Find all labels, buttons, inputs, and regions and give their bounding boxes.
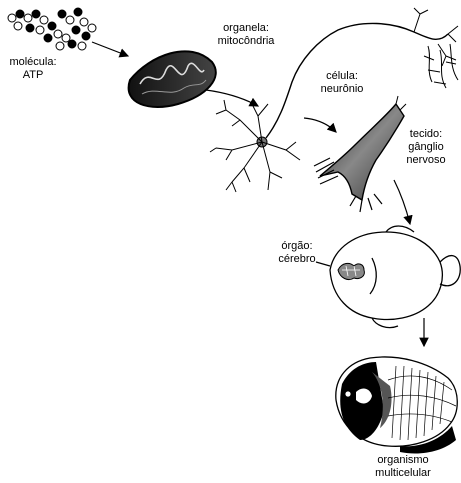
label-organ-line2: cérebro <box>270 253 324 266</box>
nerve-ganglion-drawing <box>314 96 406 212</box>
label-organ: órgão: cérebro <box>270 240 324 266</box>
label-molecule-line1: molécula: <box>4 56 62 69</box>
label-organelle-line1: organela: <box>208 22 284 35</box>
label-organ-line1: órgão: <box>270 240 324 253</box>
arrow-cell-to-tissue <box>304 118 336 132</box>
nerve-terminals-drawing <box>424 44 458 88</box>
mitochondrion-drawing <box>129 51 216 107</box>
label-organism: organismo multicelular <box>362 454 444 480</box>
atp-molecule-drawing <box>8 8 96 50</box>
arrow-molecule-to-organelle <box>92 42 128 56</box>
label-cell: célula: neurônio <box>314 70 370 96</box>
label-cell-line2: neurônio <box>314 83 370 96</box>
label-molecule-line2: ATP <box>4 69 62 82</box>
label-cell-line1: célula: <box>314 70 370 83</box>
label-molecule: molécula: ATP <box>4 56 62 82</box>
label-organism-line1: organismo <box>362 454 444 467</box>
label-tissue-line1: tecido: <box>396 128 456 141</box>
arrow-tissue-to-organ <box>394 180 410 224</box>
arrow-organelle-to-cell <box>206 90 258 106</box>
label-tissue: tecido: gânglio nervoso <box>396 128 456 167</box>
label-tissue-line2: gânglio <box>396 141 456 154</box>
fish-with-brain-drawing <box>330 226 460 328</box>
label-tissue-line3: nervoso <box>396 154 456 167</box>
label-organism-line2: multicelular <box>362 467 444 480</box>
label-organelle-line2: mitocôndria <box>208 35 284 48</box>
label-organelle: organela: mitocôndria <box>208 22 284 48</box>
angelfish-organism-drawing <box>336 357 457 454</box>
